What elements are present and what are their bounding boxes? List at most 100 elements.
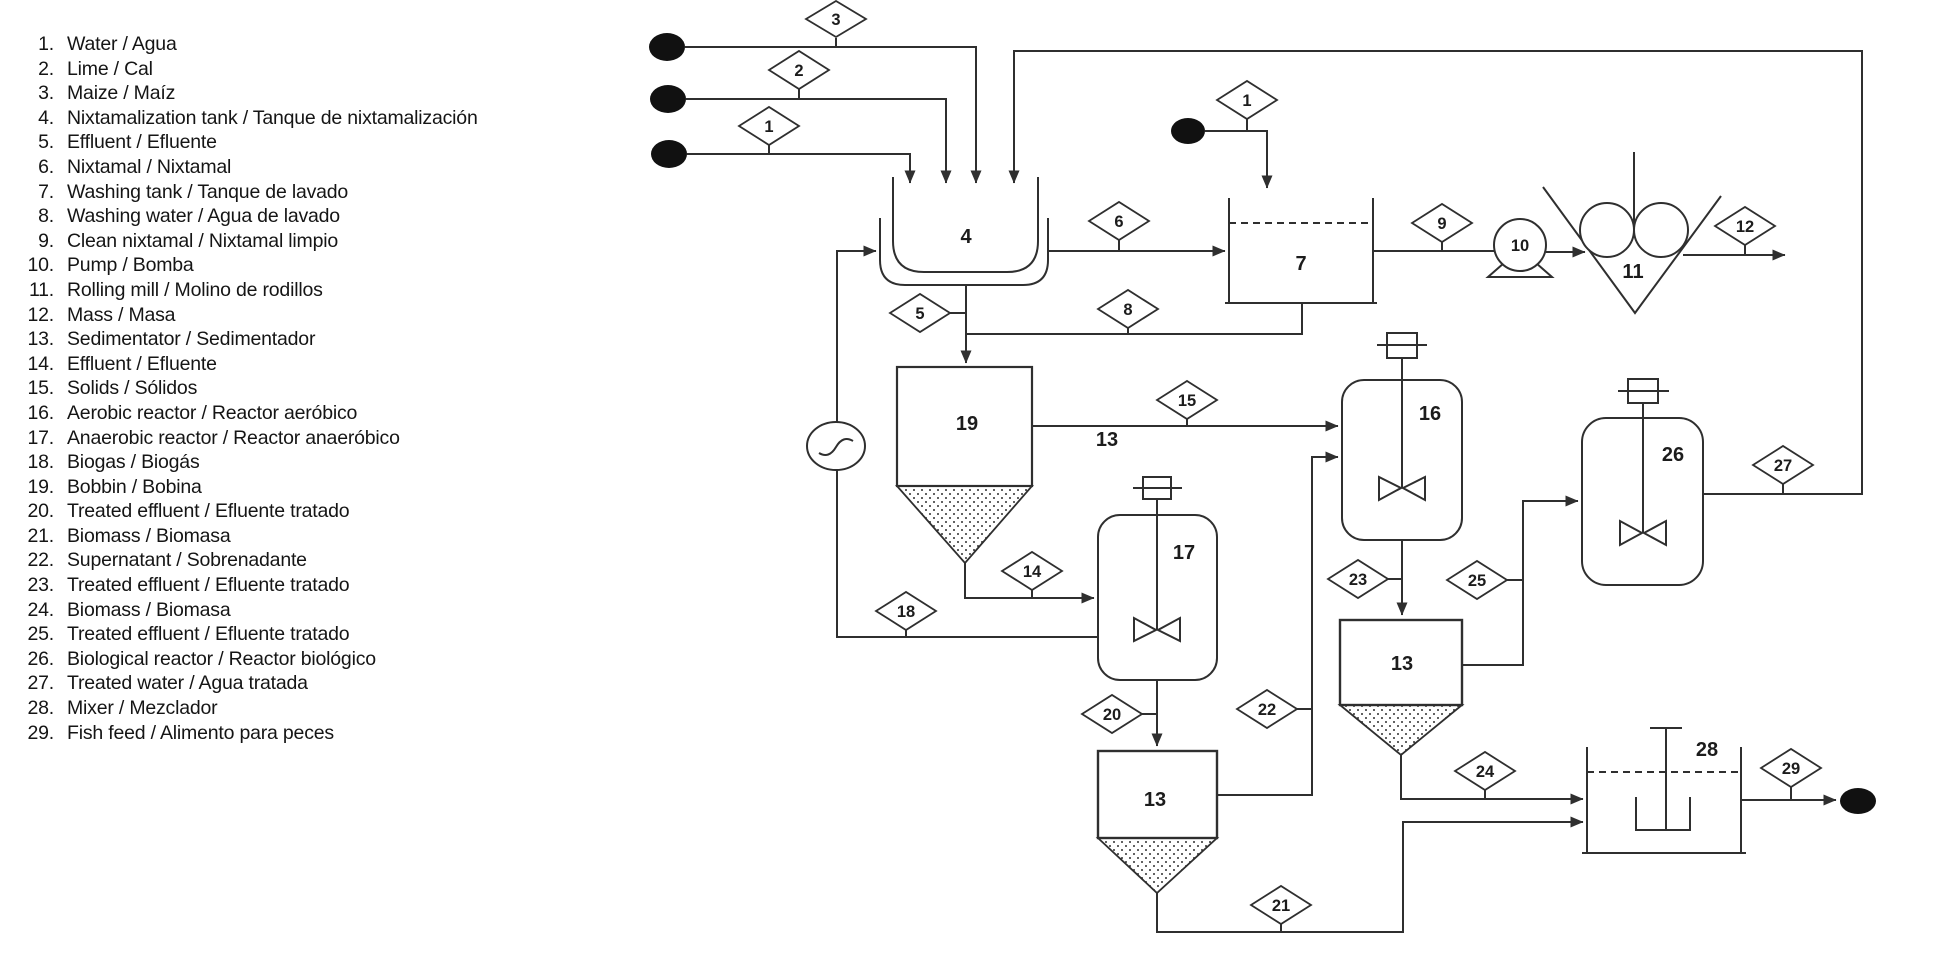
sedimentator-13-mid: 13: [1337, 618, 1465, 757]
legend-item-label: Treated effluent / Efluente tratado: [67, 574, 350, 597]
svg-text:20: 20: [1103, 706, 1121, 724]
legend-item-number: 21.: [27, 524, 54, 547]
legend-item: 8. Washing water / Agua de lavado: [14, 205, 478, 230]
legend-item-number: 12.: [27, 303, 54, 326]
sedimentator-13-bottom: 13: [1095, 749, 1220, 895]
stream-line-1-wash: [1205, 130, 1273, 189]
stream-marker-20: 20: [1080, 693, 1157, 735]
pump10-body: [1493, 218, 1547, 272]
reactor17-label: 17: [1173, 542, 1195, 564]
legend-item: 16.Aerobic reactor / Reactor aeróbico: [14, 402, 478, 427]
aerobic-reactor-16: 16: [1341, 332, 1463, 541]
legend-item-label: Washing water / Agua de lavado: [67, 205, 340, 228]
legend-item-label: Fish feed / Alimento para peces: [67, 721, 334, 744]
legend-item-label: Biogas / Biogás: [67, 451, 200, 474]
mixer28-agitator: [1635, 727, 1691, 831]
legend-item-label: Maize / Maíz: [67, 82, 176, 105]
stream-marker-8: 8: [1096, 288, 1160, 334]
stream-marker-1: 1: [737, 105, 801, 154]
rolling-mill-11: 11: [1542, 152, 1722, 315]
biogas-generator: [806, 421, 866, 471]
svg-text:1: 1: [764, 118, 773, 136]
svg-text:12: 12: [1736, 218, 1754, 236]
generator-sine-icon: [818, 438, 854, 456]
legend-item-number: 1.: [38, 33, 54, 55]
bobbin19-label: 19: [956, 413, 978, 435]
legend-item: 14. Effluent / Efluente: [14, 353, 478, 378]
legend-item: 21. Biomass / Biomasa: [14, 525, 478, 550]
stream-marker-21: 21: [1249, 884, 1313, 932]
pump10-label: 10: [1511, 237, 1529, 255]
stream-line-14: [964, 563, 1095, 604]
stream-line-3: [685, 46, 982, 184]
stream-marker-5: 5: [888, 292, 966, 334]
legend-item-label: Mass / Masa: [67, 303, 176, 326]
legend-item: 2.Lime / Cal: [14, 58, 478, 83]
legend-item-label: Biomass / Biomasa: [67, 524, 231, 547]
stream-line-18a: [836, 470, 1098, 638]
stream-marker-18: 18: [874, 590, 938, 637]
legend-item-label: Clean nixtamal / Nixtamal limpio: [67, 229, 339, 252]
sed13bot-funnel: [1095, 837, 1220, 895]
svg-text:27: 27: [1774, 457, 1792, 475]
stream-line-27-return: [1008, 50, 1863, 495]
legend-item-number: 23.: [27, 574, 54, 597]
stream-line-18b: [836, 245, 877, 423]
legend-item-number: 14.: [27, 352, 54, 375]
stream-marker-14: 14: [1000, 550, 1064, 598]
stream-marker-12: 12: [1713, 205, 1777, 255]
legend-item-number: 8.: [38, 205, 54, 228]
svg-text:24: 24: [1476, 763, 1495, 781]
legend-item: 1.Water / Agua: [14, 33, 478, 58]
tank7-label: 7: [1295, 253, 1306, 275]
legend-item-label: Bobbin / Bobina: [67, 475, 202, 498]
stream-marker-22: 22: [1235, 688, 1312, 730]
legend-item-label: Biological reactor / Reactor biológico: [67, 647, 376, 670]
legend-item-number: 11.: [28, 278, 54, 301]
svg-text:9: 9: [1437, 215, 1446, 233]
tank4-outer-jacket: [879, 218, 1049, 286]
legend-item: 27.Treated water / Agua tratada: [14, 672, 478, 697]
legend-item-number: 13.: [27, 328, 54, 351]
sed13bot-label: 13: [1144, 789, 1166, 811]
legend-item-label: Effluent / Efluente: [67, 352, 217, 375]
legend-item: 7.Washing tank / Tanque de lavado: [14, 181, 478, 206]
legend-item: 5.Effluent / Efluente: [14, 131, 478, 156]
sed13mid-funnel: [1337, 704, 1465, 757]
legend-item-label: Sedimentator / Sedimentador: [67, 328, 316, 351]
legend-item: 17.Anaerobic reactor / Reactor anaeróbic…: [14, 427, 478, 452]
fish-feed-output-terminal: [1840, 788, 1876, 814]
wash-water-source-terminal: [1171, 118, 1205, 144]
lime-source-terminal: [650, 85, 686, 113]
legend-item-label: Nixtamal / Nixtamal: [67, 155, 232, 178]
stream-line-22: [1217, 451, 1339, 796]
stream-marker-6: 6: [1087, 200, 1151, 251]
stream-marker-27: 27: [1751, 444, 1815, 494]
legend-item: 13. Sedimentator / Sedimentador: [14, 328, 478, 353]
stream-marker-24: 24: [1453, 750, 1517, 799]
pump10-base: [1485, 262, 1555, 278]
nixtamalization-tank-4: 4: [879, 177, 1049, 286]
legend-item-number: 27.: [27, 672, 54, 695]
svg-text:2: 2: [794, 62, 803, 80]
legend-item-label: Anaerobic reactor / Reactor anaeróbico: [67, 426, 400, 449]
legend-item: 6.Nixtamal / Nixtamal: [14, 156, 478, 181]
legend-item-label: Biomass / Biomasa: [67, 598, 231, 621]
legend-item-label: Nixtamalization tank / Tanque de nixtama…: [67, 106, 478, 129]
svg-text:18: 18: [897, 603, 915, 621]
svg-text:14: 14: [1023, 563, 1042, 581]
legend-item-label: Supernatant / Sobrenadante: [67, 549, 307, 572]
stream-markers: 3 2 1 1 6: [737, 0, 1823, 932]
stream-line-24: [1400, 755, 1584, 805]
legend-item: 26.Biological reactor / Reactor biológic…: [14, 648, 478, 673]
svg-text:1: 1: [1242, 92, 1251, 110]
legend-item-number: 24.: [27, 598, 54, 621]
legend-item-number: 16.: [27, 401, 54, 424]
legend-item-label: Effluent / Efluente: [67, 131, 217, 154]
svg-text:3: 3: [831, 11, 840, 29]
legend-item-number: 22.: [27, 549, 54, 572]
legend-item: 9.Clean nixtamal / Nixtamal limpio: [14, 230, 478, 255]
legend-item-number: 28.: [27, 697, 54, 720]
stream-line-25: [1462, 495, 1579, 666]
